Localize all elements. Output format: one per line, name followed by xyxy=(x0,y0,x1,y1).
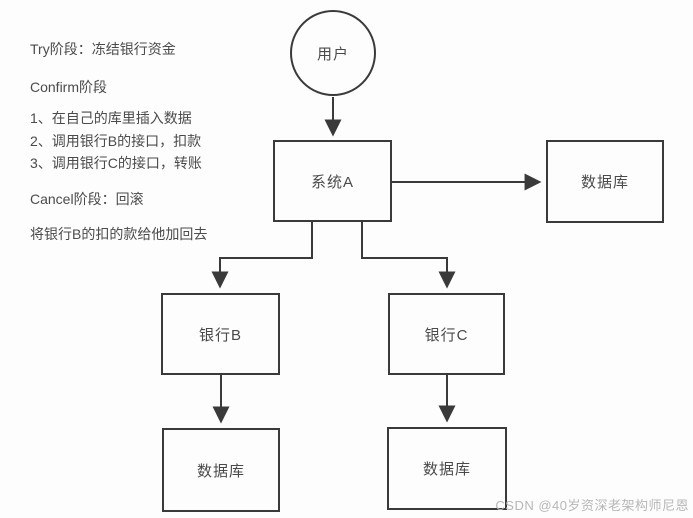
bank-c-node-label: 银行C xyxy=(424,326,469,344)
database-bank-c-node-label: 数据库 xyxy=(422,461,471,478)
system-a-node: 系统A xyxy=(273,140,392,222)
note-try-phase: Try阶段：冻结银行资金 xyxy=(30,41,176,57)
user-node-label: 用户 xyxy=(316,45,349,63)
note-confirm-phase: Confirm阶段 xyxy=(30,79,108,95)
note-rollback: 将银行B的扣的款给他加回去 xyxy=(30,226,208,242)
database-bank-b-node: 数据库 xyxy=(162,428,280,512)
note-step-1: 1、在自己的库里插入数据 xyxy=(30,110,192,126)
bank-c-node: 银行C xyxy=(388,293,505,375)
watermark: CSDN @40岁资深老架构师尼恩 xyxy=(495,498,689,513)
bank-b-node-label: 银行B xyxy=(198,326,242,344)
note-step-3: 3、调用银行C的接口，转账 xyxy=(30,155,202,171)
bank-b-node: 银行B xyxy=(161,293,280,375)
arrow-system-a-to-bank-c xyxy=(361,222,456,289)
database-right-node: 数据库 xyxy=(546,140,664,223)
database-bank-c-node: 数据库 xyxy=(387,427,507,510)
database-right-node-label: 数据库 xyxy=(580,174,629,191)
system-a-node-label: 系统A xyxy=(310,173,354,191)
note-cancel-phase: Cancel阶段：回滚 xyxy=(30,191,144,207)
arrow-system-a-to-bank-b xyxy=(211,222,313,289)
database-bank-b-node-label: 数据库 xyxy=(196,462,245,480)
note-step-2: 2、调用银行B的接口，扣款 xyxy=(30,133,202,149)
user-node: 用户 xyxy=(290,10,376,96)
